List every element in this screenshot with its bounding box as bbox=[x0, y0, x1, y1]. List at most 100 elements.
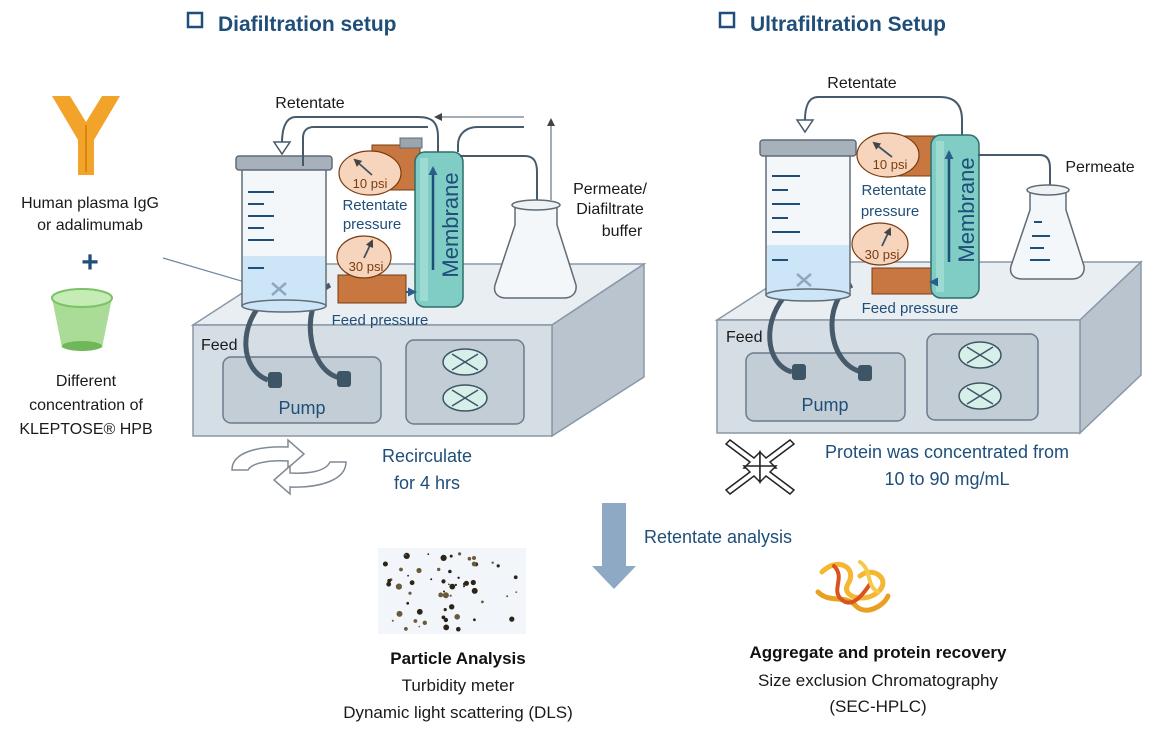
aggregate-recovery-title: Aggregate and protein recovery bbox=[750, 643, 1008, 662]
protein-label-line2: or adalimumab bbox=[37, 217, 143, 234]
particle-dot bbox=[408, 591, 412, 595]
particle-dot bbox=[443, 617, 449, 623]
plus-sign: + bbox=[81, 246, 99, 279]
particle-dot bbox=[449, 554, 453, 558]
reservoir-lid bbox=[235, 155, 333, 171]
recirculate-label-line1: Recirculate bbox=[382, 446, 472, 466]
particle-dot bbox=[422, 620, 427, 625]
particle-dot bbox=[463, 580, 469, 586]
uf-feed-label: Feed bbox=[726, 329, 762, 346]
particle-dot bbox=[382, 561, 388, 567]
excipient-label-line1: Different bbox=[56, 373, 117, 390]
aggregate-recovery-line2: (SEC-HPLC) bbox=[829, 697, 926, 716]
uf-feed-pressure-label: Feed pressure bbox=[862, 300, 959, 317]
feed-gauge-value: 30 psi bbox=[349, 259, 384, 274]
particle-dot bbox=[463, 585, 465, 588]
protein-aggregate-icon bbox=[815, 560, 891, 613]
permeate-label-line2: Diafiltrate bbox=[576, 201, 644, 218]
particle-dot bbox=[387, 578, 392, 583]
particle-dot bbox=[441, 579, 446, 584]
concentrate-arrows-icon bbox=[724, 439, 796, 495]
particle-dot bbox=[386, 581, 392, 587]
ultrafiltration-heading: Ultrafiltration Setup bbox=[718, 11, 946, 36]
particle-dot bbox=[416, 608, 423, 615]
uf-stirrer-box bbox=[926, 333, 1039, 421]
particle-dot bbox=[496, 564, 500, 568]
particle-dot bbox=[448, 569, 452, 574]
particle-dot bbox=[449, 594, 452, 597]
particle-dot bbox=[437, 567, 441, 572]
feed-pressure-block bbox=[337, 274, 407, 304]
particle-dot bbox=[454, 614, 461, 620]
uf-retentate-pressure-label-line2: pressure bbox=[861, 203, 919, 220]
particle-dot bbox=[473, 618, 476, 622]
particle-dot bbox=[441, 615, 446, 620]
feed-label: Feed bbox=[201, 337, 237, 354]
diafiltration-heading: Diafiltration setup bbox=[186, 11, 397, 36]
reservoir-liquid bbox=[243, 256, 325, 306]
stir-bar-icon bbox=[796, 273, 812, 287]
uf-permeate-label: Permeate bbox=[1065, 159, 1134, 176]
particle-dot bbox=[443, 624, 450, 631]
protein-label-line1: Human plasma IgG bbox=[21, 195, 159, 212]
particle-dot bbox=[443, 590, 445, 593]
retentate-pressure-label-line1: Retentate bbox=[342, 197, 407, 214]
stirrer-knob-icon bbox=[442, 348, 488, 376]
aggregate-recovery-line1: Size exclusion Chromatography bbox=[758, 671, 999, 690]
particle-dot bbox=[458, 552, 462, 556]
particle-dot bbox=[391, 619, 394, 622]
uf-retentate-pressure-label-line1: Retentate bbox=[861, 182, 926, 199]
particle-dot bbox=[442, 592, 449, 599]
particle-dot bbox=[471, 561, 477, 567]
particle-dot bbox=[472, 556, 476, 560]
diafiltration-setup: Pump Feed bbox=[190, 95, 647, 496]
particle-analysis-title: Particle Analysis bbox=[390, 649, 525, 668]
uf-retentate-label: Retentate bbox=[827, 75, 896, 92]
concentrated-label-line2: 10 to 90 mg/mL bbox=[884, 469, 1009, 489]
particle-dot bbox=[481, 600, 484, 604]
particle-dot bbox=[443, 608, 447, 612]
permeate-flask bbox=[493, 204, 577, 299]
particle-analysis-line1: Turbidity meter bbox=[402, 676, 515, 695]
particle-analysis-line2: Dynamic light scattering (DLS) bbox=[343, 703, 573, 722]
retentate-analysis-label: Retentate analysis bbox=[644, 527, 792, 547]
pump-inlet bbox=[268, 372, 282, 388]
excipient-label-line3: KLEPTOSE® HPB bbox=[19, 421, 152, 438]
particle-dot bbox=[403, 552, 410, 560]
retentate-analysis-arrow-icon bbox=[592, 503, 636, 589]
membrane-label: Membrane bbox=[438, 172, 463, 277]
particle-dot bbox=[515, 591, 518, 593]
particle-dot bbox=[430, 578, 433, 581]
particle-dot bbox=[404, 627, 408, 631]
particles-image bbox=[378, 548, 526, 634]
retentate-label: Retentate bbox=[275, 95, 344, 112]
particle-dot bbox=[406, 601, 410, 605]
uf-feed-gauge-value: 30 psi bbox=[865, 247, 900, 262]
stirrer-box bbox=[405, 339, 525, 425]
particle-dot bbox=[404, 553, 407, 556]
particle-dot bbox=[396, 610, 403, 617]
diafiltration-heading-text: Diafiltration setup bbox=[218, 13, 397, 36]
particle-dot bbox=[457, 576, 460, 579]
particle-dot bbox=[409, 580, 415, 586]
particle-dot bbox=[467, 556, 472, 561]
particle-dot bbox=[416, 567, 422, 574]
ultrafiltration-heading-text: Ultrafiltration Setup bbox=[750, 13, 946, 36]
particle-dot bbox=[491, 561, 494, 564]
particle-dot bbox=[413, 619, 418, 623]
concentrated-label-line1: Protein was concentrated from bbox=[825, 442, 1069, 462]
particle-dot bbox=[471, 587, 478, 594]
stirrer-knob-icon bbox=[442, 384, 488, 412]
uf-retentate-gauge-value: 10 psi bbox=[873, 157, 908, 172]
particle-dot bbox=[395, 583, 402, 590]
pump-label: Pump bbox=[278, 398, 325, 418]
particle-dot bbox=[407, 574, 409, 577]
retentate-gauge-value: 10 psi bbox=[353, 176, 388, 191]
particle-dot bbox=[454, 583, 457, 587]
stir-bar-icon bbox=[271, 282, 287, 296]
uf-membrane-label: Membrane bbox=[954, 157, 979, 262]
particle-dot bbox=[449, 604, 455, 610]
pump-outlet bbox=[337, 371, 351, 387]
